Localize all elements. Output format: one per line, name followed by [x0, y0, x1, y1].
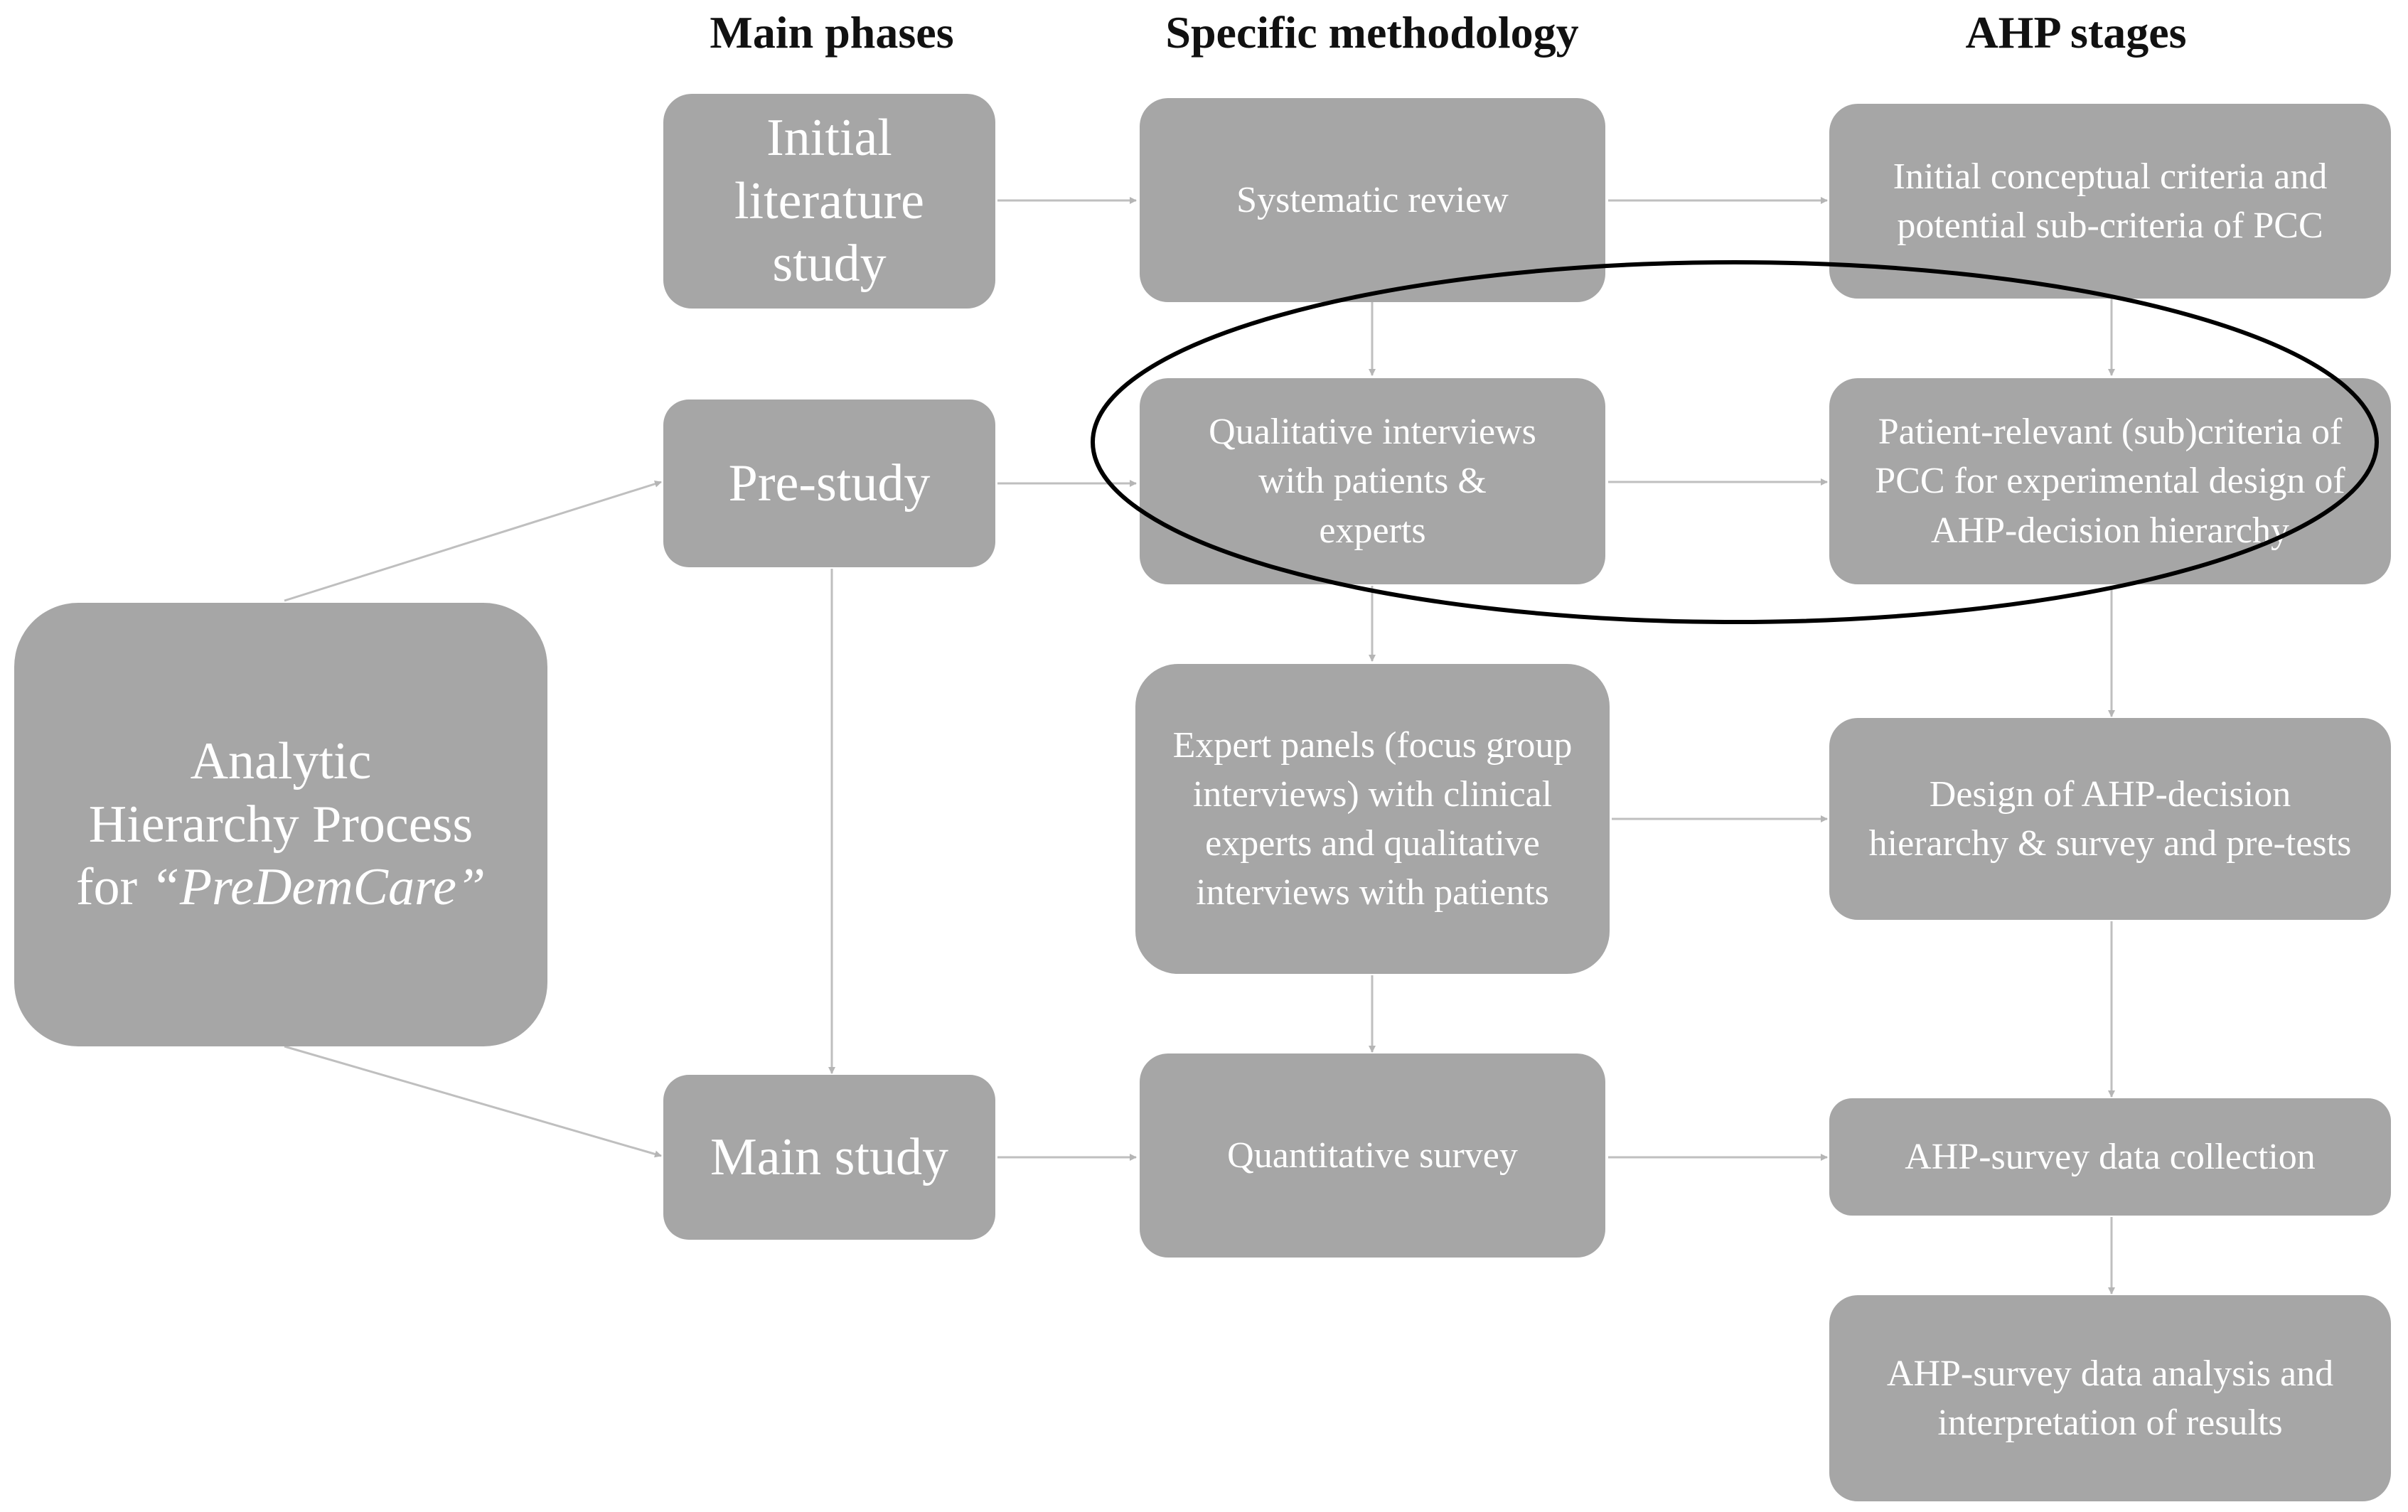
- root-line-1: Analytic: [190, 731, 372, 790]
- root-line-3: for “PreDemCare”: [76, 856, 486, 919]
- stage-patient-relevant-criteria: Patient-relevant (sub)criteria of PCC fo…: [1829, 378, 2391, 584]
- method-qualitative-label: Qualitative interviews with patients & e…: [1209, 412, 1536, 551]
- method-systematic-label: Systematic review: [1236, 179, 1509, 220]
- method-quantitative-survey: Quantitative survey: [1140, 1053, 1605, 1258]
- root-analytic-hierarchy-process: Analytic Hierarchy Process for “PreDemCa…: [14, 603, 547, 1046]
- phase-initial-label: Initial literature study: [734, 108, 925, 294]
- header-ahp-stages: AHP stages: [1965, 7, 2187, 58]
- phase-main-study: Main study: [663, 1075, 995, 1240]
- method-expert-panels: Expert panels (focus group interviews) w…: [1135, 664, 1610, 974]
- method-quantitative-label: Quantitative survey: [1227, 1135, 1518, 1176]
- phase-pre-label: Pre-study: [728, 454, 931, 513]
- stage-design-hierarchy: Design of AHP-decision hierarchy & surve…: [1829, 718, 2391, 920]
- phase-initial-literature-study: Initial literature study: [663, 94, 995, 309]
- phase-pre-study: Pre-study: [663, 400, 995, 567]
- header-main-phases: Main phases: [710, 7, 954, 58]
- phase-main-label: Main study: [710, 1127, 949, 1186]
- stage-collection-label: AHP-survey data collection: [1905, 1136, 2316, 1177]
- root-line-3-project-name: “PreDemCare”: [150, 858, 486, 917]
- stage-data-analysis: AHP-survey data analysis and interpretat…: [1829, 1295, 2391, 1501]
- root-line-2: Hierarchy Process: [88, 795, 473, 854]
- stage-patient-relevant-label: Patient-relevant (sub)criteria of PCC fo…: [1875, 412, 2345, 551]
- method-expert-label: Expert panels (focus group interviews) w…: [1172, 724, 1573, 913]
- arrow-root-to-main-study: [284, 1045, 662, 1158]
- arrow-root-to-pre-study: [284, 480, 662, 602]
- header-specific-methodology: Specific methodology: [1165, 7, 1579, 58]
- stage-analysis-label: AHP-survey data analysis and interpretat…: [1886, 1353, 2334, 1443]
- stage-initial-criteria-label: Initial conceptual criteria and potentia…: [1893, 156, 2328, 246]
- method-qualitative-interviews: Qualitative interviews with patients & e…: [1140, 378, 1605, 584]
- stage-initial-criteria: Initial conceptual criteria and potentia…: [1829, 104, 2391, 299]
- stage-design-label: Design of AHP-decision hierarchy & surve…: [1868, 773, 2352, 864]
- stage-data-collection: AHP-survey data collection: [1829, 1098, 2391, 1216]
- method-systematic-review: Systematic review: [1140, 98, 1605, 302]
- root-line-3-prefix: for: [75, 858, 151, 917]
